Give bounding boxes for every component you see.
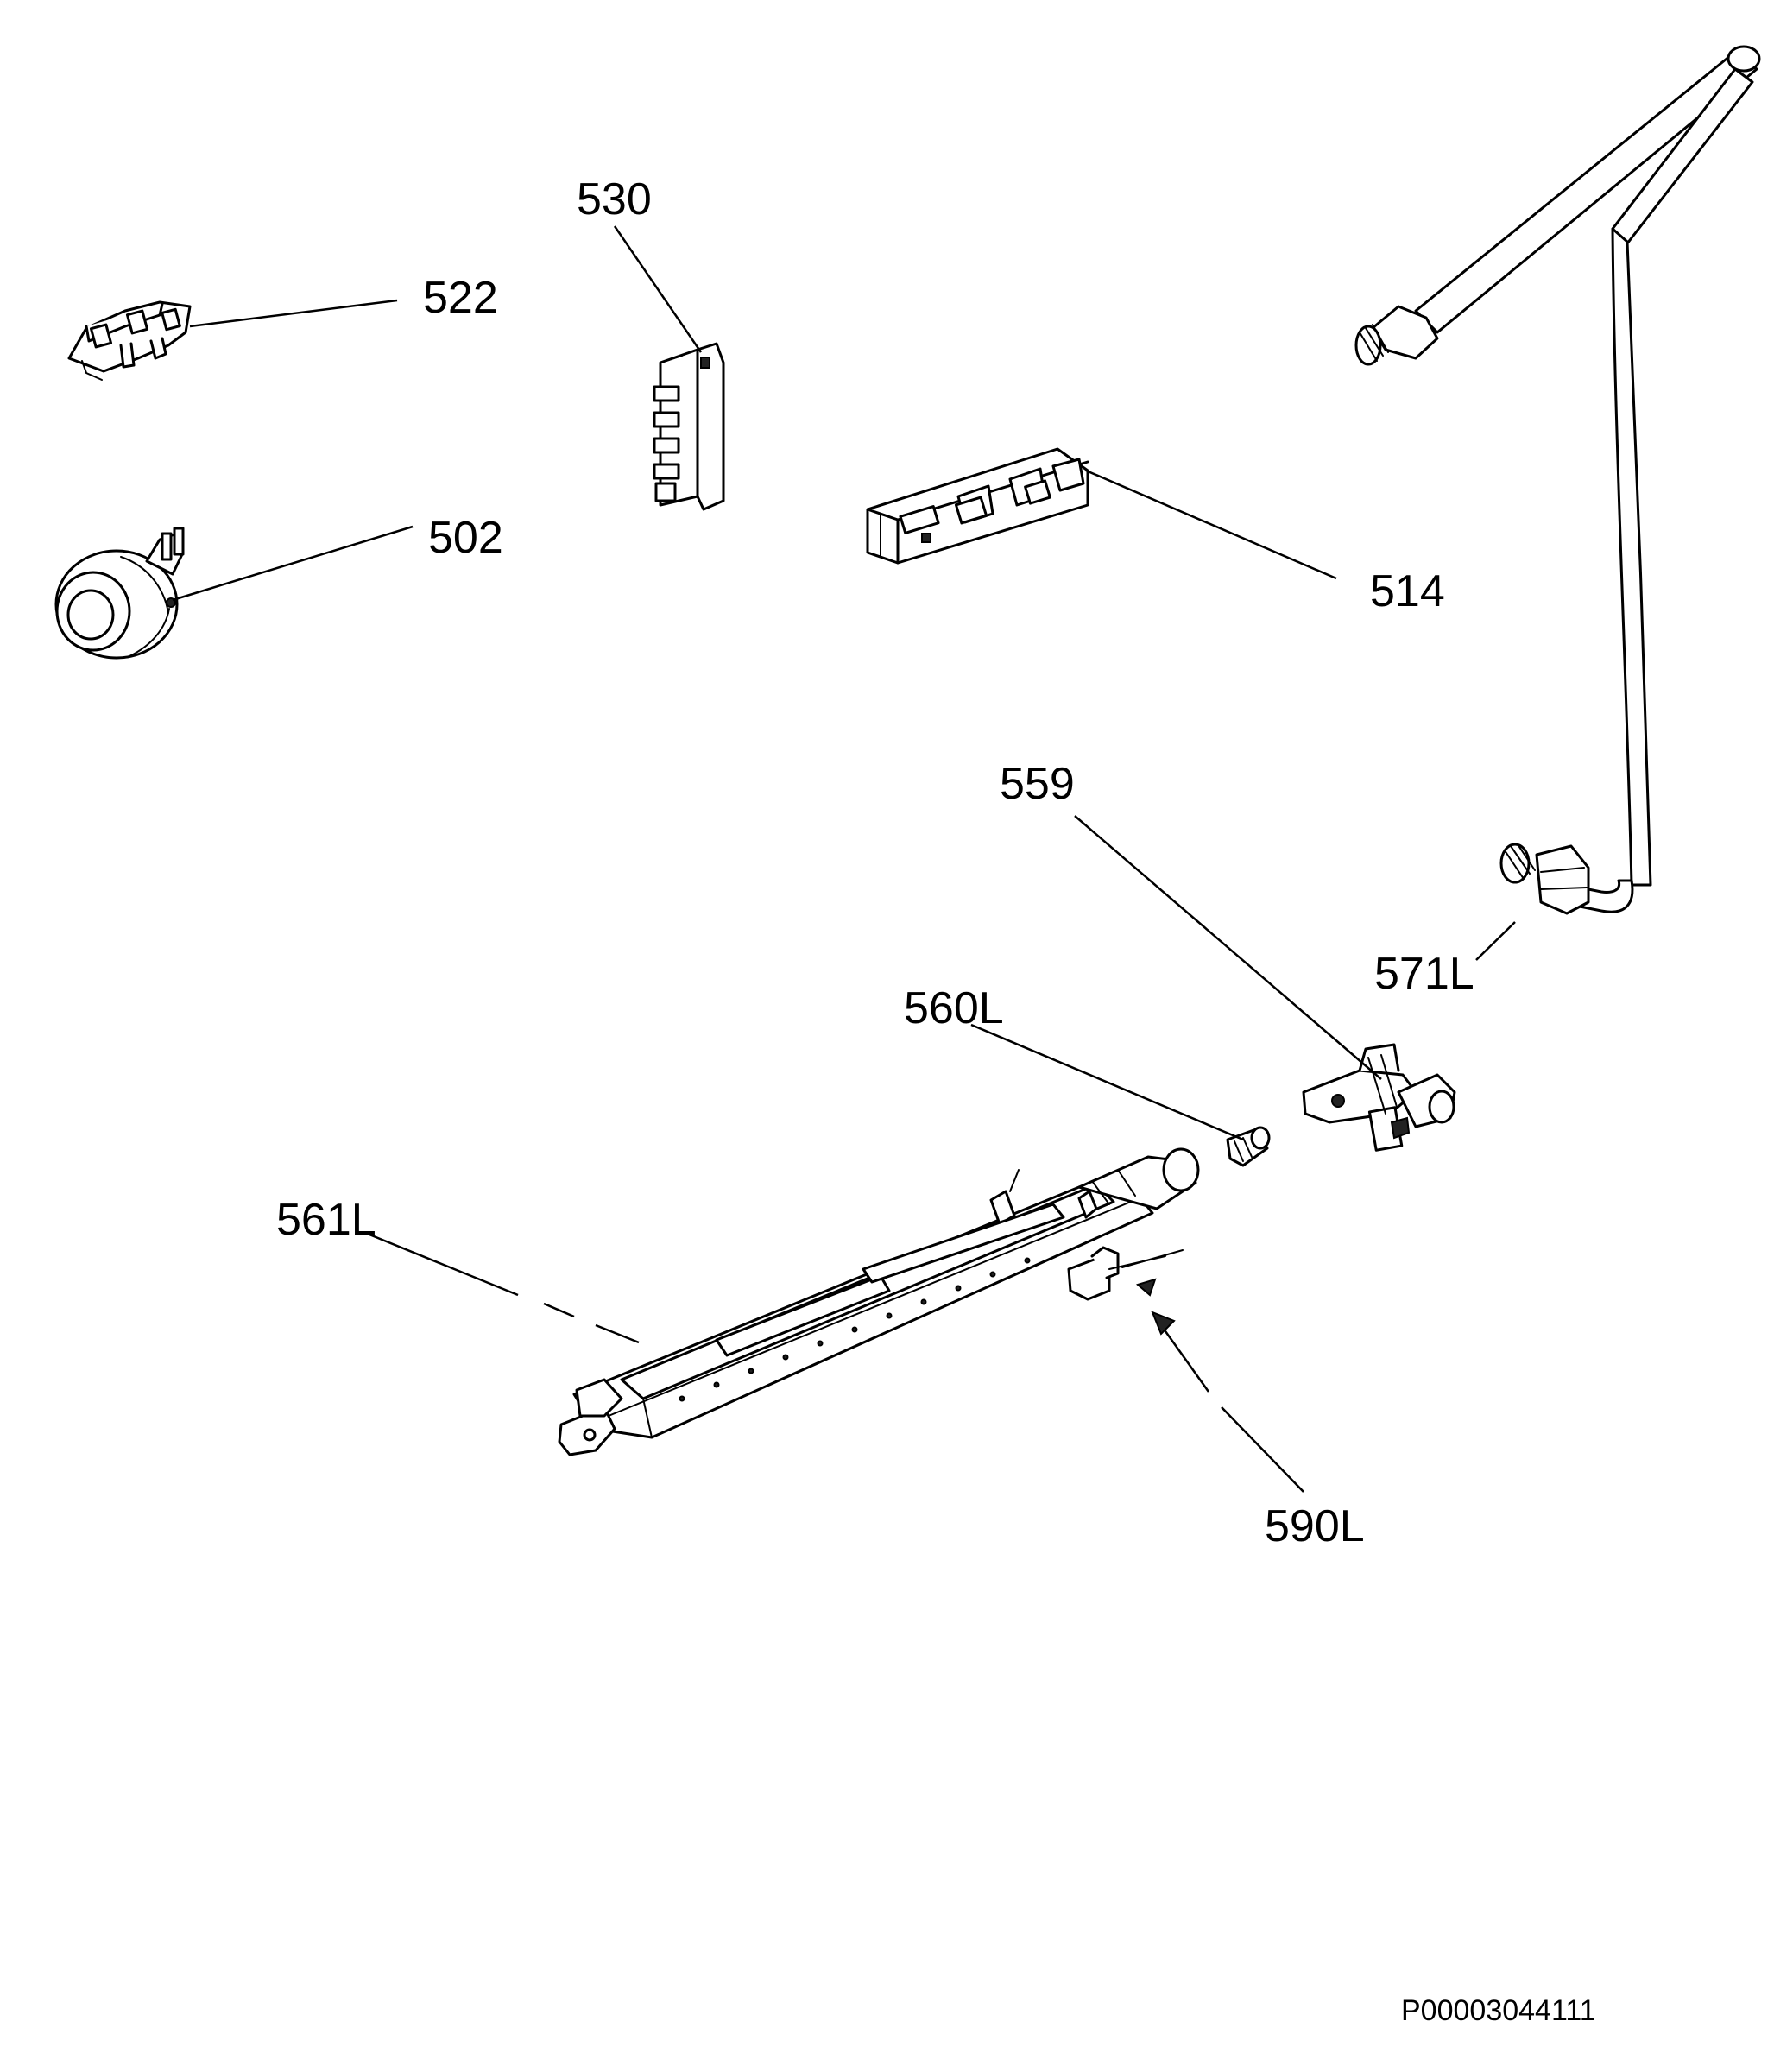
part-530-terminal-block	[653, 342, 725, 511]
leader-522	[189, 299, 398, 328]
part-514-ignition-module	[866, 447, 1089, 565]
part-560L-injector	[1226, 1126, 1271, 1167]
leader-lines	[172, 225, 1516, 1493]
callout-530: 530	[577, 174, 652, 224]
callout-590L: 590L	[1265, 1501, 1365, 1551]
arrow-590L	[1151, 1311, 1176, 1336]
leader-561L	[369, 1233, 640, 1344]
leader-502	[172, 525, 414, 602]
leader-571L	[1475, 921, 1516, 961]
callout-labels: 530 522 502 514 559 571L 560L 561L 590L …	[276, 174, 1596, 2027]
leader-530	[613, 225, 703, 353]
part-502-thermostat	[54, 527, 185, 660]
callout-571L: 571L	[1374, 949, 1474, 999]
part-571L-gas-pipe	[1354, 45, 1761, 915]
callout-561L: 561L	[276, 1195, 376, 1245]
callout-502: 502	[428, 513, 503, 563]
callout-559: 559	[1000, 759, 1075, 809]
callout-560L: 560L	[904, 983, 1004, 1033]
part-559-injector-holder	[1302, 1043, 1456, 1152]
leader-559	[1074, 815, 1382, 1080]
callout-522: 522	[423, 273, 498, 323]
leader-590L	[1159, 1324, 1304, 1493]
callout-514: 514	[1370, 566, 1445, 616]
part-522-terminal-bracket	[67, 300, 192, 381]
part-561L-burner	[558, 1147, 1200, 1456]
burner-port-holes	[679, 1257, 1031, 1402]
document-id: P00003044111	[1401, 1994, 1596, 2027]
leader-560L	[970, 1023, 1244, 1141]
leader-514	[1085, 469, 1337, 580]
part-590L-ignition-electrode	[1067, 1246, 1184, 1301]
